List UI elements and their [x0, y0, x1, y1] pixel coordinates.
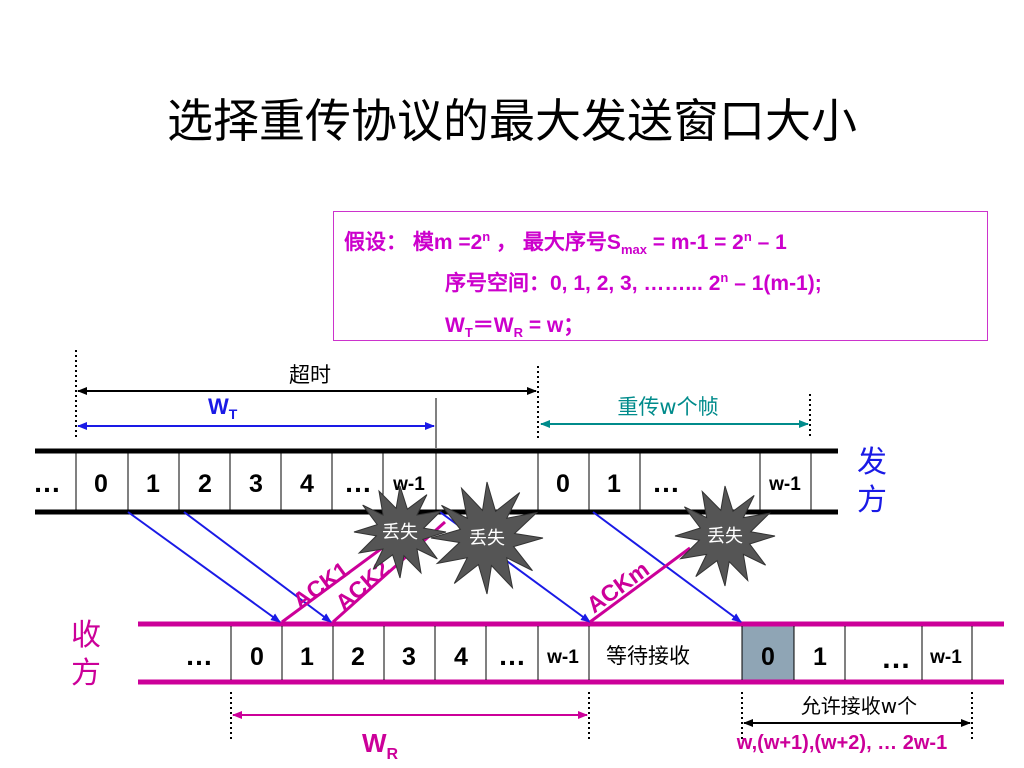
- lost-label-3: 丢失: [707, 526, 743, 547]
- assumption-line-1: 假设： 模m =2n ， 最大序号Smax = m-1 = 2n – 1: [344, 229, 787, 258]
- receiver-cell-3: 2: [351, 643, 365, 671]
- receiver-cell-8: 等待接收: [606, 644, 690, 668]
- assumption-line-3: WT＝WR = w；: [445, 314, 585, 341]
- allow-label: 允许接收w个: [801, 694, 917, 718]
- receiver-cell-0: …: [185, 640, 213, 671]
- receiver-cell-11: …: [881, 642, 911, 675]
- wr-label: WR: [362, 728, 399, 763]
- lost-burst-2: [430, 481, 544, 595]
- lost-burst-3: [674, 485, 776, 587]
- sender-cell-0: …: [33, 467, 61, 498]
- receiver-cell-2: 1: [300, 643, 314, 671]
- timeout-label: 超时: [289, 363, 331, 387]
- sender-cell-9: 0: [556, 470, 570, 498]
- sender-cell-5: 4: [300, 470, 314, 498]
- sender-cell-13: w-1: [768, 474, 801, 495]
- sender-cell-7: w-1: [392, 474, 425, 495]
- receiver-cell-10: 1: [813, 643, 827, 671]
- retransmit-label: 重传w个帧: [617, 395, 718, 419]
- receiver-cell-5: 4: [454, 643, 468, 671]
- receiver-cell-4: 3: [402, 643, 416, 671]
- sender-cell-2: 1: [146, 470, 160, 498]
- receiver-label: 收方: [71, 618, 101, 691]
- ackm-line: [589, 546, 691, 624]
- receiver-cell-9: 0: [761, 643, 775, 671]
- sender-window: … 0 1 2 3 4 … w-1 0 1 … w-1: [33, 448, 838, 515]
- receiver-cell-7: w-1: [546, 647, 579, 668]
- sender-cell-4: 3: [249, 470, 263, 498]
- receiver-cell-1: 0: [250, 643, 264, 671]
- receiver-cell-6: …: [498, 640, 526, 671]
- lost-label-2: 丢失: [469, 528, 505, 549]
- sender-cell-6: …: [344, 467, 372, 498]
- receiver-highlight-cell: [741, 624, 795, 681]
- assumption-line-2: 序号空间：0, 1, 2, 3, ……... 2n – 1(m-1);: [445, 270, 822, 295]
- receiver-cell-12: w-1: [929, 647, 962, 668]
- lost-burst-1: [353, 485, 447, 579]
- frame-arrow-0: [127, 511, 281, 623]
- sender-label: 发方: [857, 445, 887, 518]
- sender-cell-11: …: [652, 467, 680, 498]
- lost-label-1: 丢失: [382, 522, 418, 543]
- sender-cell-10: 1: [607, 470, 621, 498]
- sender-cell-1: 0: [94, 470, 108, 498]
- sender-cell-3: 2: [198, 470, 212, 498]
- receiver-window: … 0 1 2 3 4 … w-1 等待接收 0 1 … w-1: [138, 621, 1004, 685]
- assumption-box: 假设： 模m =2n ， 最大序号Smax = m-1 = 2n – 1 序号空…: [333, 211, 988, 341]
- lost-bursts: 丢失 丢失 丢失: [353, 481, 776, 595]
- ackm-label: ACKm: [582, 556, 654, 618]
- range-label: w,(w+1),(w+2), … 2w-1: [736, 732, 947, 754]
- page-title: 选择重传协议的最大发送窗口大小: [167, 94, 857, 148]
- wt-label: WT: [208, 394, 238, 422]
- frame-arrow-retransmit-0: [592, 511, 742, 623]
